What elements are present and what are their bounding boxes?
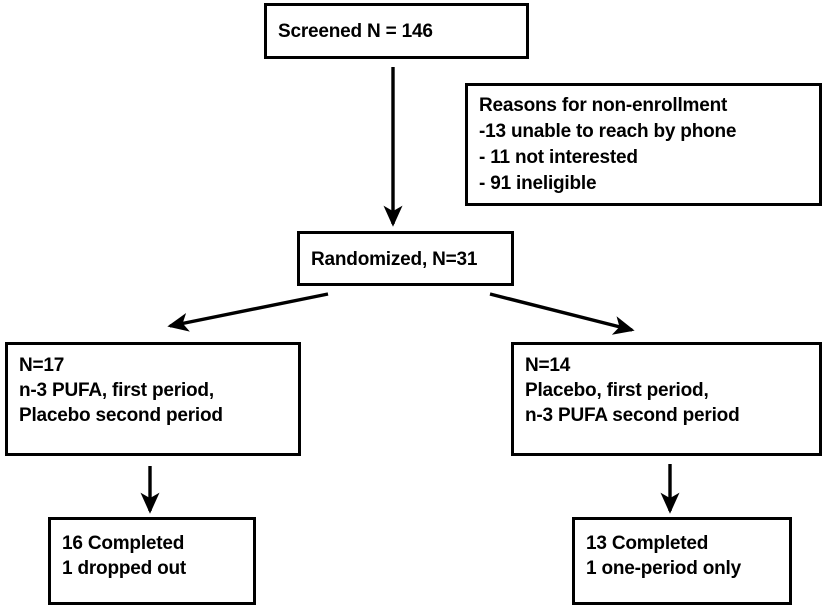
node-outcome-left-label: 16 Completed 1 dropped out bbox=[62, 533, 187, 579]
node-outcome-left: 16 Completed 1 dropped out bbox=[48, 517, 256, 605]
arrow-randomized-to-arm-right bbox=[489, 292, 635, 335]
node-arm-left-label: N=17 n-3 PUFA, first period, Placebo sec… bbox=[19, 355, 223, 426]
node-screened: Screened N = 146 bbox=[264, 3, 529, 59]
node-arm-n3-pufa-first: N=17 n-3 PUFA, first period, Placebo sec… bbox=[5, 342, 301, 456]
node-reasons-for-non-enrollment: Reasons for non-enrollment -13 unable to… bbox=[465, 83, 822, 206]
node-randomized: Randomized, N=31 bbox=[297, 231, 514, 286]
node-outcome-right-label: 13 Completed 1 one-period only bbox=[586, 533, 741, 579]
node-arm-placebo-first: N=14 Placebo, first period, n-3 PUFA sec… bbox=[511, 342, 822, 456]
arrow-randomized-to-arm-left bbox=[167, 292, 329, 332]
node-screened-label: Screened N = 146 bbox=[278, 21, 433, 42]
node-outcome-right: 13 Completed 1 one-period only bbox=[572, 517, 792, 605]
node-randomized-label: Randomized, N=31 bbox=[311, 249, 478, 270]
node-arm-right-label: N=14 Placebo, first period, n-3 PUFA sec… bbox=[525, 355, 740, 426]
node-reasons-label: Reasons for non-enrollment -13 unable to… bbox=[479, 95, 737, 194]
